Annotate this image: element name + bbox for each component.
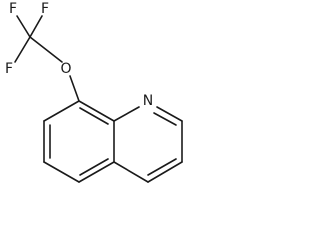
bond-c-f-upper-right xyxy=(29,15,43,38)
atom-f-left: F xyxy=(5,61,13,77)
atom-nitrogen: N xyxy=(143,93,153,109)
bond-c-f-left xyxy=(14,36,31,63)
bond-c6-c5 xyxy=(43,161,80,183)
bond-n-c2-inner xyxy=(153,112,177,126)
atom-labels: F F F O N xyxy=(5,1,153,109)
bond-c3-c4-inner xyxy=(147,158,177,176)
bond-c8a-n xyxy=(113,106,140,122)
bond-c5-c4a-inner xyxy=(79,158,109,176)
bond-c8a-c8-inner xyxy=(79,107,109,125)
bond-c8a-c8 xyxy=(78,100,115,122)
bond-o-c8 xyxy=(69,75,80,102)
bond-c-f-upper-left xyxy=(16,15,31,38)
bond-c-o xyxy=(29,36,63,63)
atom-f-upper-left: F xyxy=(9,1,17,17)
bond-n-c2 xyxy=(156,106,183,122)
bond-c3-c4 xyxy=(147,161,183,183)
structure-diagram: F F F O N xyxy=(5,1,183,183)
atom-oxygen: O xyxy=(60,61,71,77)
bond-c8-c7 xyxy=(43,100,80,122)
bonds xyxy=(14,15,183,183)
atom-f-upper-right: F xyxy=(41,1,49,17)
bond-c5-c4a xyxy=(78,161,115,183)
bond-c4-c4a xyxy=(113,161,149,183)
